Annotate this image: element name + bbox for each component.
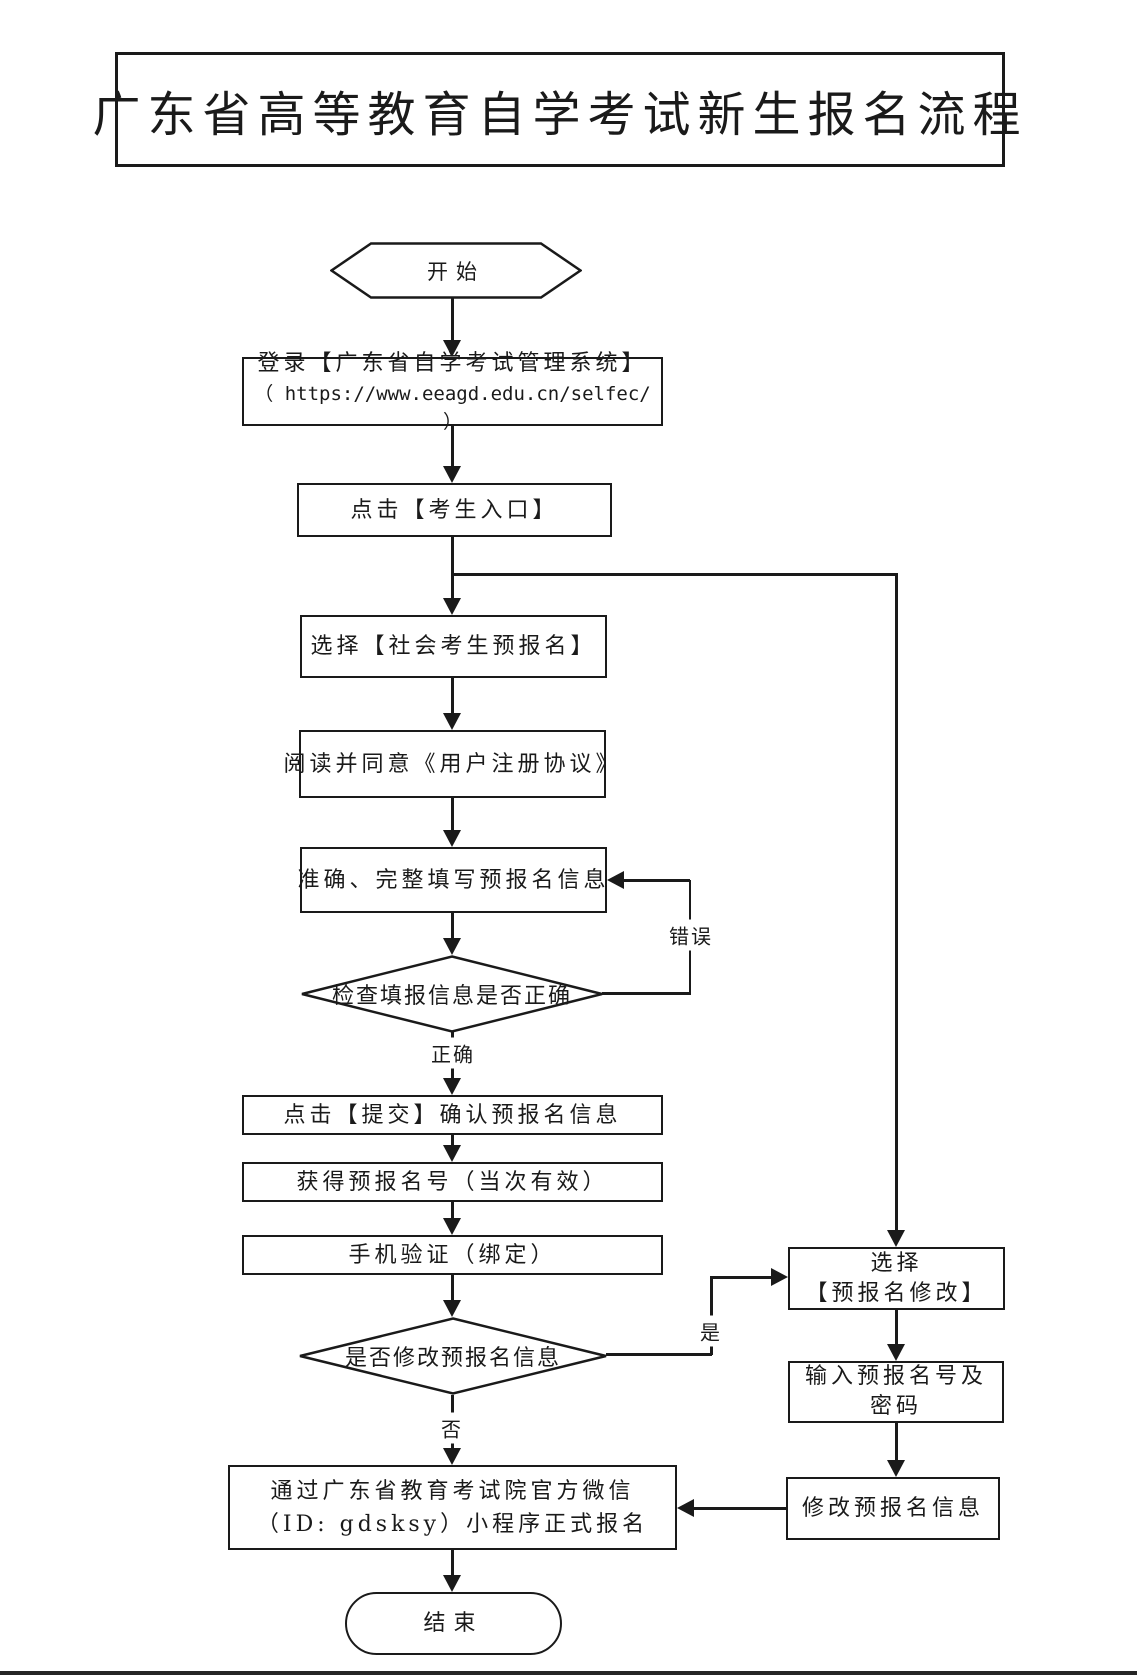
arrowhead-down — [443, 1448, 461, 1465]
agree-terms-box: 阅读并同意《用户注册协议》 — [284, 730, 618, 798]
arrowhead-down — [443, 1145, 461, 1162]
fill-info-label: 准确、完整填写预报名信息 — [297, 867, 610, 893]
official-registration-box: 通过广东省教育考试院官方微信 （ID: gdsksy）小程序正式报名 — [228, 1465, 677, 1550]
login-system-box: 登录【广东省自学考试管理系统】 （ https://www.eeagd.edu.… — [242, 351, 663, 433]
click-entry-box: 点击【考生入口】 — [297, 483, 612, 537]
connector-line — [451, 537, 454, 598]
error-label: 错误 — [665, 919, 717, 951]
arrowhead-down — [443, 830, 461, 847]
error-loop-line — [602, 992, 691, 995]
connector-line — [451, 1550, 454, 1575]
arrowhead-right — [771, 1268, 788, 1286]
correct-label: 正确 — [427, 1037, 479, 1069]
yes-branch-line — [606, 1353, 712, 1356]
official-registration-line1: 通过广东省教育考试院官方微信 — [270, 1478, 635, 1504]
modify-decision-label: 是否修改预报名信息 — [344, 1346, 561, 1371]
connector-line — [694, 1507, 786, 1510]
modify-info-box: 修改预报名信息 — [786, 1477, 1000, 1540]
arrowhead-down — [443, 598, 461, 615]
connector-line — [451, 1202, 454, 1218]
end-node: 结束 — [345, 1592, 562, 1655]
start-label: 开始 — [427, 259, 485, 284]
no-label: 否 — [437, 1412, 467, 1444]
arrowhead-down — [443, 938, 461, 955]
connector-line — [451, 913, 454, 938]
end-label: 结束 — [423, 1611, 484, 1636]
connector-line — [451, 1135, 454, 1145]
connector-line — [451, 298, 454, 342]
check-info-label: 检查填报信息是否正确 — [331, 984, 572, 1009]
submit-confirm-box: 点击【提交】确认预报名信息 — [242, 1095, 663, 1135]
branch-line-to-modify — [451, 573, 897, 576]
connector-line — [451, 798, 454, 830]
login-system-label: 登录【广东省自学考试管理系统】 — [257, 350, 648, 376]
arrowhead-down — [887, 1230, 905, 1247]
arrowhead-down — [443, 1078, 461, 1095]
fill-info-box: 准确、完整填写预报名信息 — [297, 847, 610, 913]
login-system-url: （ https://www.eeagd.edu.cn/selfec/ ） — [254, 382, 651, 434]
arrowhead-down — [887, 1460, 905, 1477]
select-modify-line1: 选择 — [870, 1250, 923, 1276]
yes-label: 是 — [696, 1315, 726, 1347]
hexagon-shape — [330, 242, 582, 299]
error-loop-line — [624, 879, 690, 882]
input-number-box: 输入预报名号及 密码 — [788, 1361, 1004, 1423]
arrowhead-down — [443, 1218, 461, 1235]
arrowhead-down — [443, 466, 461, 483]
yes-branch-line — [710, 1276, 771, 1279]
phone-verify-label: 手机验证（绑定） — [348, 1242, 557, 1268]
select-modify-box: 选择 【预报名修改】 — [788, 1247, 1005, 1310]
get-number-label: 获得预报名号（当次有效） — [296, 1169, 609, 1195]
input-number-line2: 密码 — [869, 1394, 922, 1419]
phone-verify-box: 手机验证（绑定） — [242, 1235, 663, 1275]
modify-info-label: 修改预报名信息 — [801, 1496, 984, 1521]
connector-line — [451, 426, 454, 466]
title-box: 广东省高等教育自学考试新生报名流程 — [93, 52, 1021, 167]
official-registration-line2: （ID: gdsksy）小程序正式报名 — [256, 1511, 649, 1537]
check-info-decision: 检查填报信息是否正确 — [300, 955, 604, 1033]
modify-decision: 是否修改预报名信息 — [298, 1317, 608, 1395]
connector-line — [451, 1275, 454, 1300]
arrowhead-down — [887, 1344, 905, 1361]
diamond-shape — [299, 1317, 607, 1395]
page-bottom-edge — [0, 1671, 1137, 1675]
connector-line — [895, 1310, 898, 1344]
click-entry-label: 点击【考生入口】 — [350, 497, 559, 523]
select-prereg-label: 选择【社会考生预报名】 — [310, 634, 597, 659]
arrowhead-down — [443, 1575, 461, 1592]
arrowhead-down — [443, 713, 461, 730]
page-title: 广东省高等教育自学考试新生报名流程 — [92, 86, 1028, 143]
select-modify-line2: 【预报名修改】 — [805, 1280, 988, 1306]
arrowhead-left — [607, 871, 624, 889]
input-number-line1: 输入预报名号及 — [804, 1364, 987, 1390]
arrowhead-left — [677, 1499, 694, 1517]
connector-line — [451, 678, 454, 713]
agree-terms-label: 阅读并同意《用户注册协议》 — [283, 751, 622, 777]
branch-line-to-modify — [895, 573, 898, 1230]
arrowhead-down — [443, 340, 461, 357]
submit-confirm-label: 点击【提交】确认预报名信息 — [283, 1102, 622, 1128]
start-node: 开始 — [330, 242, 582, 299]
get-number-box: 获得预报名号（当次有效） — [242, 1162, 663, 1202]
connector-line — [895, 1423, 898, 1460]
select-prereg-box: 选择【社会考生预报名】 — [300, 615, 607, 678]
arrowhead-down — [443, 1300, 461, 1317]
